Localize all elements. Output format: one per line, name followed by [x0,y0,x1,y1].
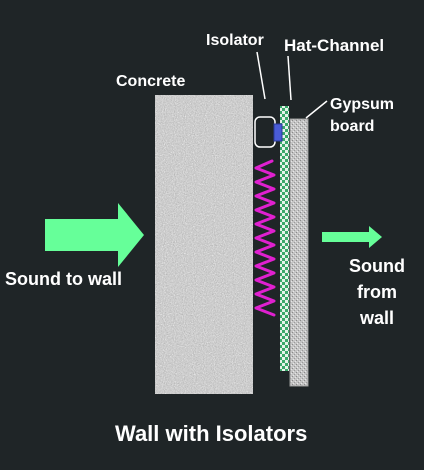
isolator-pointer [256,51,266,100]
sound-from-wall-label: Sound from wall [343,253,411,331]
sound-from-wall-line2: from [357,282,397,302]
concrete-block [155,95,253,394]
gypsum-label-line1: Gypsum [330,96,395,113]
sound-from-wall-line1: Sound [349,256,405,276]
isolator-label: Isolator [206,32,264,49]
concrete-label: Concrete [116,73,186,90]
gypsum-board [289,118,309,387]
gypsum-pointer [305,100,328,119]
sound-from-wall-line3: wall [359,308,394,328]
gypsum-board-label: Gypsum board [330,94,394,138]
sound-out-arrow [322,226,382,248]
spring-coil [254,159,276,317]
sound-in-arrow [45,203,144,267]
sound-to-wall-label: Sound to wall [5,269,122,289]
pointer-lines [256,51,328,119]
hat-channel [280,106,289,371]
hat-channel-label: Hat-Channel [284,36,385,55]
gypsum-label-line2: board [330,118,375,135]
diagram-title: Wall with Isolators [115,421,308,446]
isolator-clip [254,116,283,148]
hat-channel-pointer [287,55,292,101]
